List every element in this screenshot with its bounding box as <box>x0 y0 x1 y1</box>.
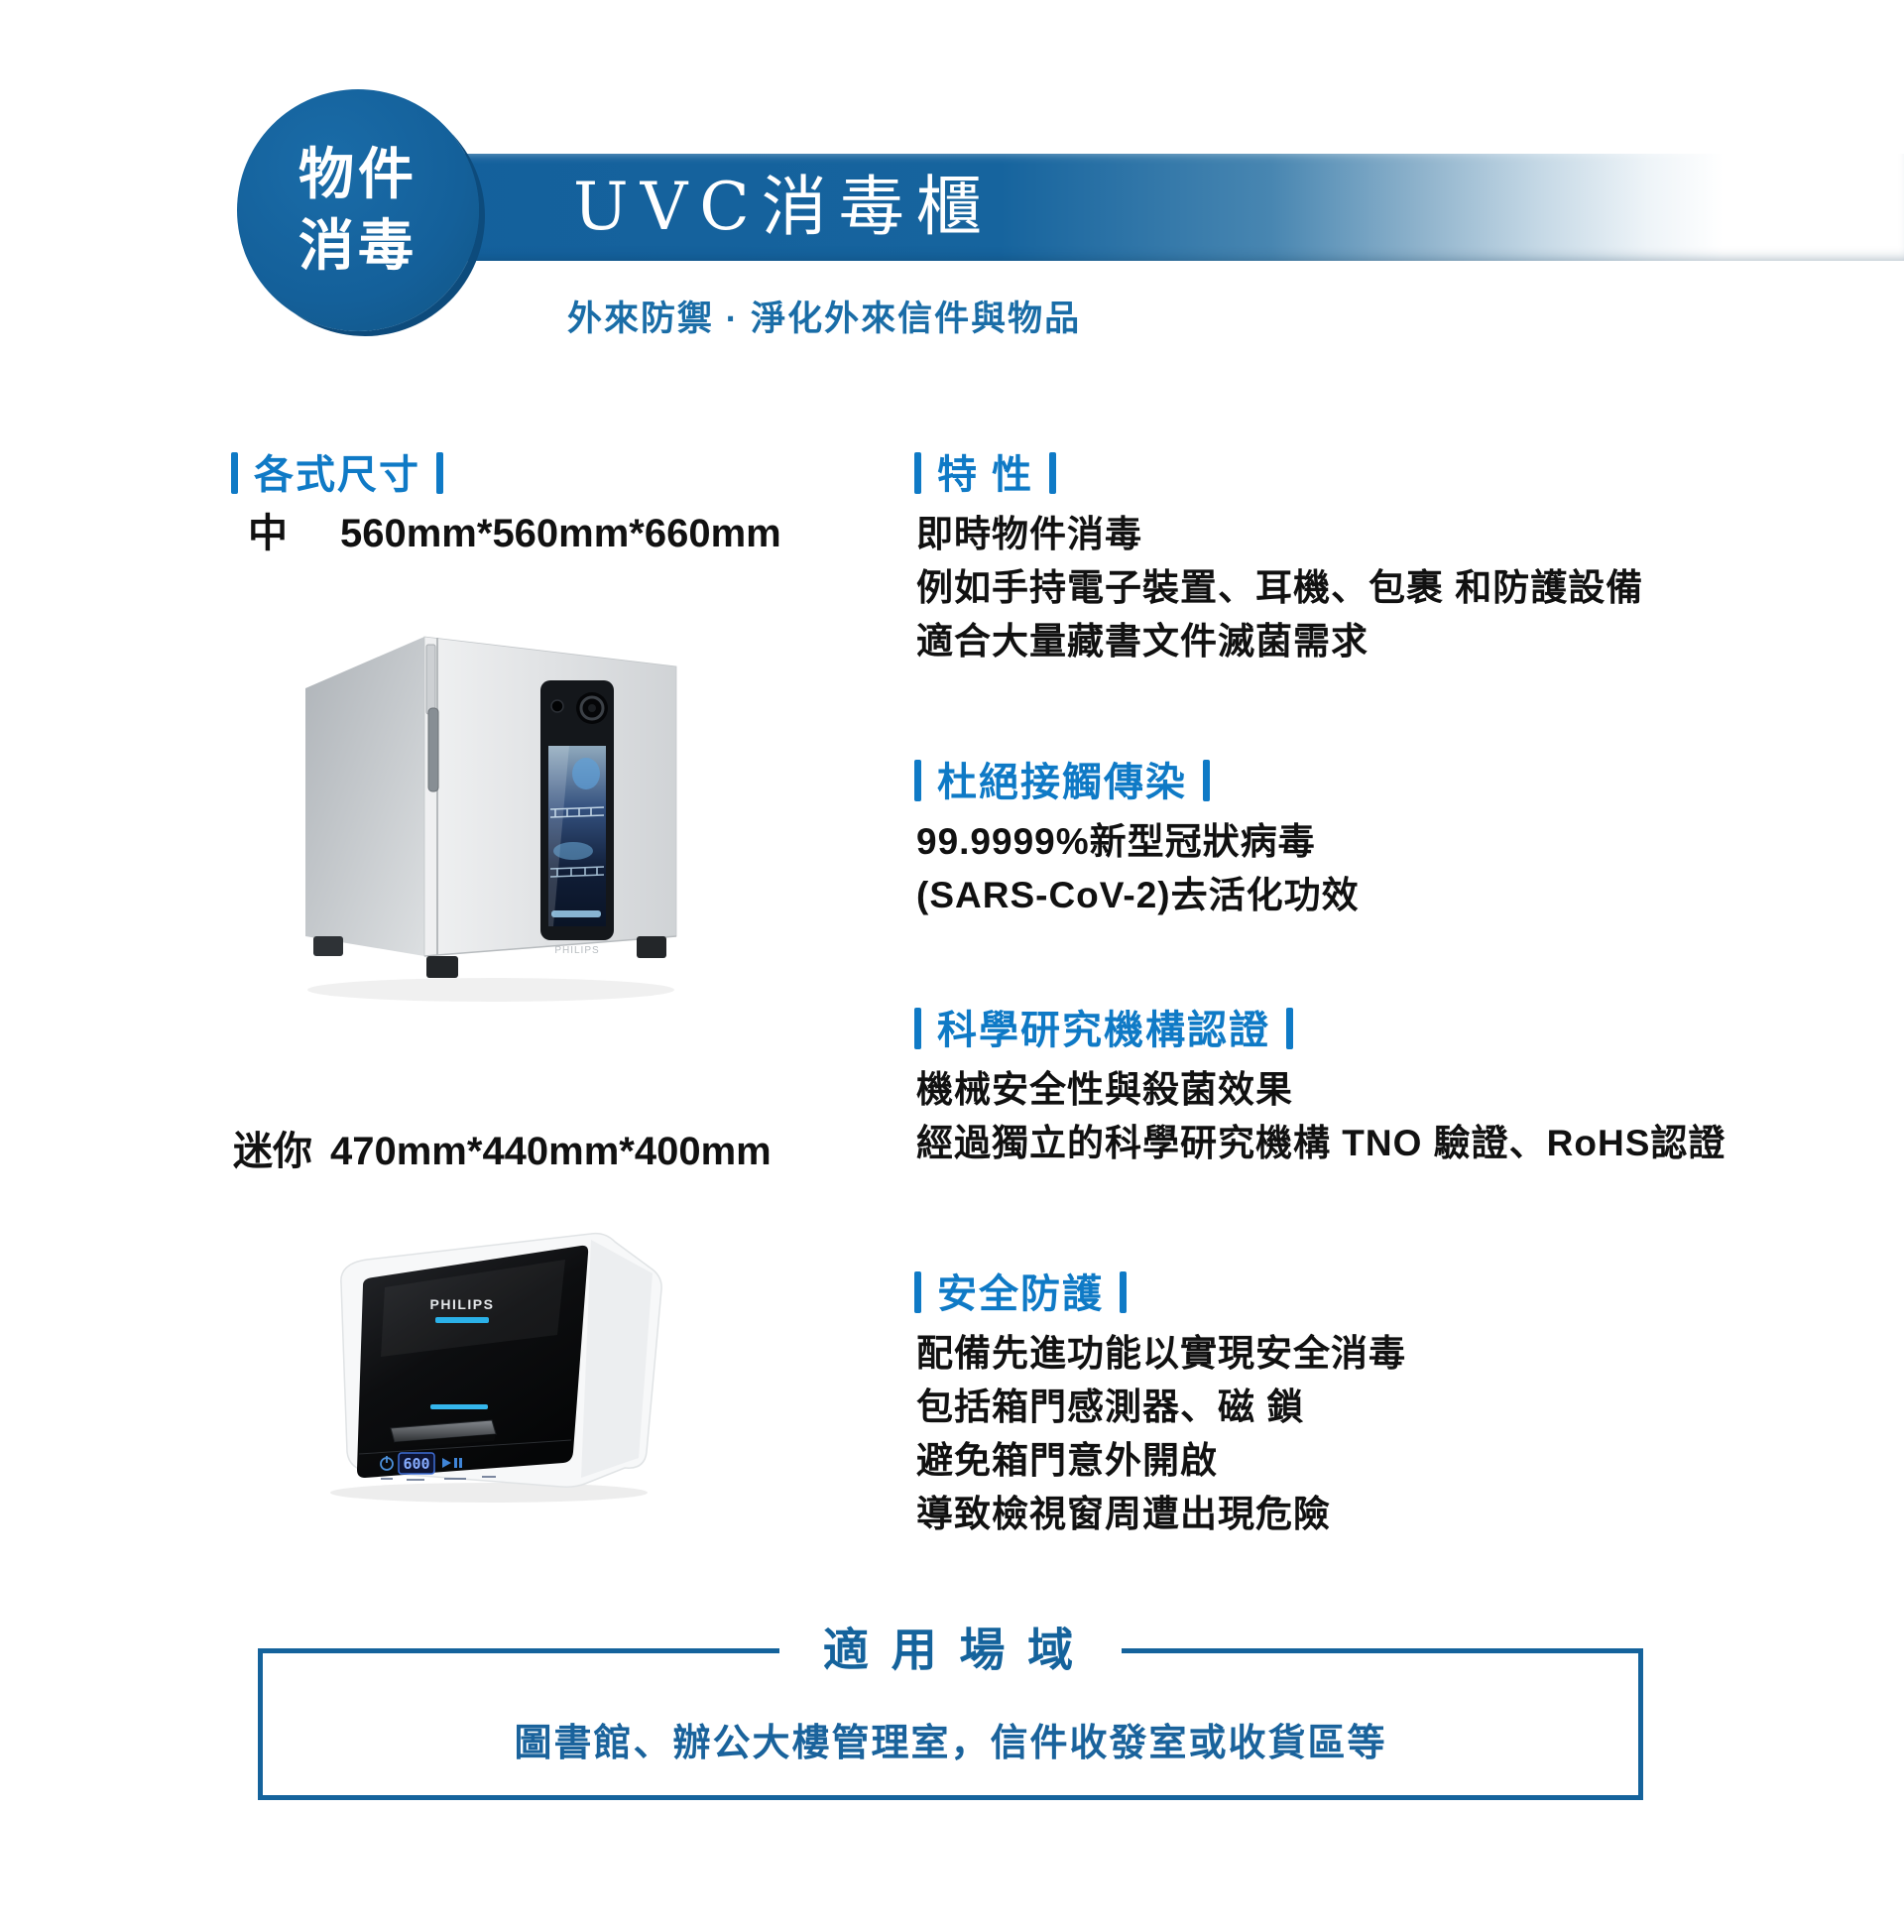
ground-shadow <box>330 1483 648 1503</box>
category-badge: 物件 消毒 <box>237 89 479 331</box>
medium-cabinet-image: PHILIPS <box>305 636 677 1002</box>
door-handle <box>427 707 439 792</box>
mini-side-panel <box>581 1240 653 1478</box>
applicable-venues-title-label: 適 用 場 域 <box>778 1614 1123 1680</box>
cabinet-foot <box>426 956 458 978</box>
heading-bar-icon <box>914 760 921 801</box>
panel-seam <box>358 1439 572 1455</box>
panel-gloss <box>381 1260 565 1357</box>
applicable-venues-text: 圖書館、辦公大樓管理室，信件收發室或收貨區等 <box>514 1723 1387 1764</box>
header-banner: UVC消毒櫃 <box>397 154 1904 261</box>
handle-slot <box>395 1434 496 1448</box>
applicable-venues-title: 適 用 場 域 <box>258 1614 1643 1714</box>
heading-bar-icon <box>914 1008 921 1049</box>
section-heading-safety: 安全防護 <box>914 1262 1127 1319</box>
page-subtitle: 外來防禦 · 淨化外來信件與物品 <box>567 300 1082 338</box>
feature-line: 機械安全性與殺菌效果 <box>916 1069 1293 1110</box>
indicator-light <box>550 699 564 713</box>
brand-logo-text: PHILIPS <box>430 1296 495 1312</box>
size-label-medium: 中 <box>248 512 288 555</box>
section-heading-features: 特 性 <box>914 442 1057 500</box>
door-hinge <box>425 644 436 715</box>
heading-bar-icon <box>436 452 443 494</box>
section-heading-label: 安全防護 <box>937 1272 1104 1316</box>
heading-bar-icon <box>914 452 921 494</box>
status-light-bar <box>430 1404 488 1409</box>
wire-rack-bottom <box>549 866 605 878</box>
cabinet-side-panel <box>305 637 424 956</box>
feature-line: 導致檢視窗周遭出現危險 <box>916 1494 1331 1534</box>
sizes-heading-label: 各式尺寸 <box>254 453 420 497</box>
ground-shadow <box>307 978 674 1002</box>
heading-bar-icon <box>1286 1008 1293 1049</box>
mini-front-panel <box>357 1245 589 1478</box>
heading-bar-icon <box>1049 452 1057 494</box>
section-heading-label: 科學研究機構認證 <box>937 1009 1270 1052</box>
cabinet-foot <box>637 936 666 958</box>
control-knob-center <box>588 704 596 712</box>
mini-cabinet-image: PHILIPS 600 <box>330 1232 662 1503</box>
section-heading-label: 杜絕接觸傳染 <box>937 761 1187 804</box>
power-icon <box>380 1456 394 1471</box>
brand-logo-text: PHILIPS <box>554 945 599 956</box>
cabinet-foot <box>313 936 343 956</box>
heading-bar-icon <box>1203 760 1210 801</box>
size-row-mini: 迷你 470mm*440mm*400mm <box>233 1119 772 1176</box>
led-display-value: 600 <box>403 1455 429 1473</box>
feature-line: 包括箱門感測器、磁 鎖 <box>916 1387 1305 1427</box>
sizes-heading: 各式尺寸 <box>231 442 443 500</box>
feature-line: 配備先進功能以實現安全消毒 <box>916 1333 1406 1374</box>
page-title: UVC消毒櫃 <box>573 169 994 245</box>
uv-glow-2 <box>553 842 593 860</box>
heading-bar-icon <box>1120 1271 1127 1313</box>
control-knob-ring <box>579 695 605 721</box>
play-pause-icon <box>442 1458 462 1468</box>
badge-line2: 消毒 <box>298 214 417 277</box>
uv-glow <box>572 758 600 789</box>
feature-line: 99.9999%新型冠狀病毒 <box>916 821 1316 862</box>
size-dims-mini: 470mm*440mm*400mm <box>330 1130 772 1173</box>
size-dims-medium: 560mm*560mm*660mm <box>340 512 781 555</box>
feature-line: 經過獨立的科學研究機構 TNO 驗證、RoHS認證 <box>916 1123 1726 1163</box>
door-bottom-edge <box>423 935 677 957</box>
glass-reflection <box>548 746 569 926</box>
feature-line: 即時物件消毒 <box>916 514 1142 554</box>
logo-underline-bar <box>435 1317 489 1323</box>
feature-line: (SARS-CoV-2)去活化功效 <box>916 875 1360 915</box>
section-heading-label: 特 性 <box>937 453 1034 497</box>
heading-bar-icon <box>914 1271 921 1313</box>
heading-bar-icon <box>231 452 238 494</box>
feature-line: 避免箱門意外開啟 <box>916 1440 1218 1481</box>
section-heading-certification: 科學研究機構認證 <box>914 998 1293 1055</box>
wire-rack-top <box>549 806 605 818</box>
feature-line: 例如手持電子裝置、耳機、包裹 和防護設備 <box>916 567 1644 608</box>
badge-line1: 物件 <box>298 143 417 205</box>
uv-lamp-tube <box>551 910 601 917</box>
control-labels <box>381 1476 496 1481</box>
size-row-medium: 中 560mm*560mm*660mm <box>248 501 781 558</box>
section-heading-no-contact: 杜絕接觸傳染 <box>914 750 1210 807</box>
led-display <box>398 1452 435 1475</box>
size-label-mini: 迷你 <box>233 1130 312 1173</box>
feature-line: 適合大量藏書文件滅菌需求 <box>916 621 1368 662</box>
